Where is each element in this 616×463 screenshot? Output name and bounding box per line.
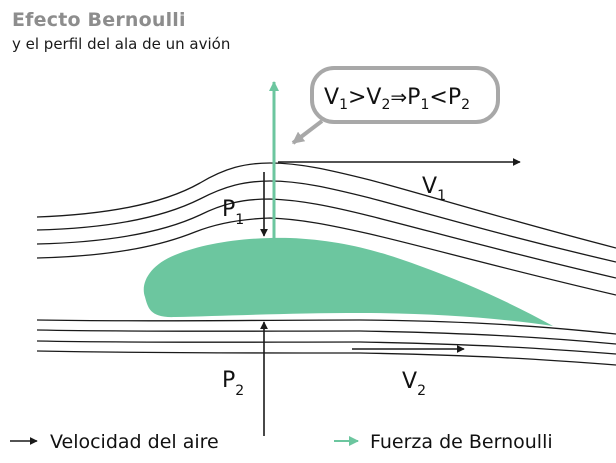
legend-bernoulli-force-label: Fuerza de Bernoulli (370, 431, 553, 453)
legend-air-speed-label: Velocidad del aire (50, 431, 219, 453)
streamline-upper-1 (37, 163, 616, 248)
legend: Velocidad del aire Fuerza de Bernoulli (10, 431, 553, 453)
diagram-subtitle: y el perfil del ala de un avión (12, 34, 230, 54)
wing-profile (144, 238, 553, 326)
v2-label: V2 (402, 369, 426, 399)
streamline-lower-4 (37, 351, 616, 365)
lower-streamlines (37, 320, 616, 365)
v1-label: V1 (422, 174, 446, 204)
diagram-title: Efecto Bernoulli (12, 8, 186, 32)
p2-label: P2 (222, 368, 244, 399)
callout-pointer-arrow (293, 121, 322, 143)
